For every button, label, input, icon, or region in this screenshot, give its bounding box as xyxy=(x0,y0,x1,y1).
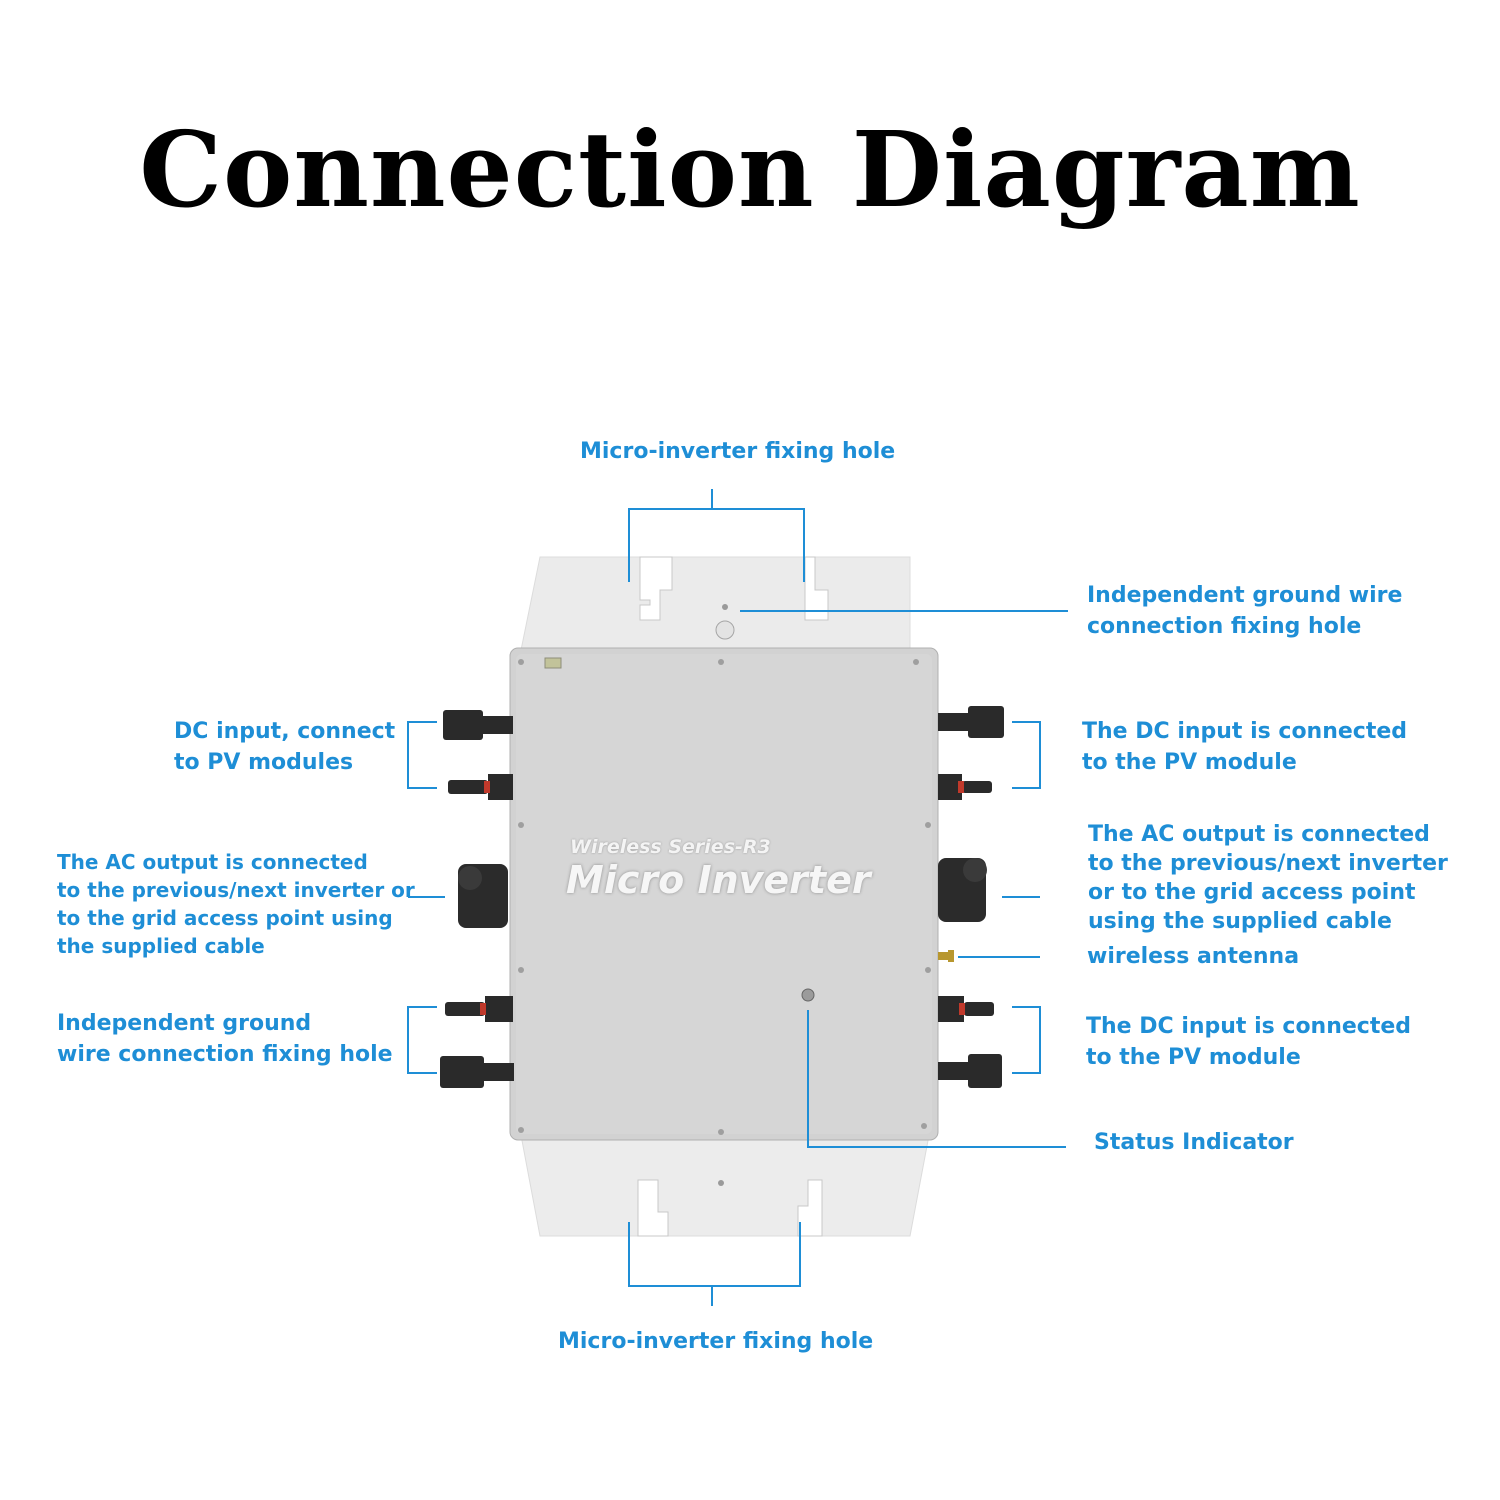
label-status-indicator: Status Indicator xyxy=(1094,1130,1294,1155)
page-title: Connection Diagram xyxy=(139,108,1361,231)
device-series: Wireless Series-R3 xyxy=(570,836,771,858)
fixing-slot-top-right xyxy=(804,556,829,621)
ground-screw xyxy=(715,620,735,640)
ac-connector-right xyxy=(938,858,987,922)
dc-connector-right-3 xyxy=(938,996,994,1022)
fixing-slot-top-left xyxy=(639,556,673,621)
dc-connector-right-bottom xyxy=(938,1054,1002,1088)
label-top-fixing-hole: Micro-inverter fixing hole xyxy=(580,439,896,464)
mounting-bracket-bottom xyxy=(519,1129,931,1237)
ac-connector-left xyxy=(458,864,508,928)
status-led xyxy=(801,988,815,1002)
device-name: Micro Inverter xyxy=(566,858,871,902)
mounting-bracket xyxy=(519,556,911,656)
fixing-slot-bottom-right xyxy=(797,1179,823,1237)
dc-connector-left-bottom xyxy=(440,1056,514,1088)
dc-connector-left-top xyxy=(443,710,513,740)
dc-connector-right-top xyxy=(938,706,1004,738)
dc-connector-left-3 xyxy=(445,996,513,1022)
wireless-antenna xyxy=(938,950,954,962)
label-antenna: wireless antenna xyxy=(1087,944,1300,969)
label-bottom-fixing-hole: Micro-inverter fixing hole xyxy=(558,1329,874,1354)
leader-lines xyxy=(407,489,1068,1306)
dc-connector-right-2 xyxy=(938,774,992,800)
fixing-slot-bottom-left xyxy=(637,1179,669,1237)
dc-connector-left-2 xyxy=(448,774,513,800)
